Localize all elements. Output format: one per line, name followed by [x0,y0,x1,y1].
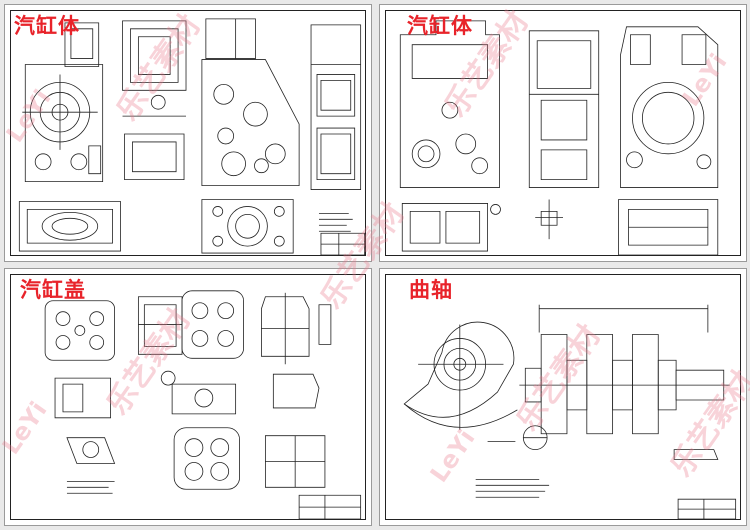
sheet-title: 曲轴 [409,278,453,302]
drawing-sheet-cylinder-head: 汽缸盖 [4,268,372,526]
sheet-title: 汽缸体 [407,14,473,38]
head-left-view [45,301,114,361]
section-detail [535,199,563,239]
front-view [22,23,102,182]
notes-block [476,479,549,497]
crankshaft-side-view [519,305,729,434]
sheet-title: 汽缸体 [14,14,80,38]
bottom-middle-view [202,199,293,253]
bottom-left-view [19,201,120,251]
cylinder-block-drawing [5,5,371,261]
crank-end-view [404,322,517,430]
bottom-right-view [619,199,718,255]
bottom-left-view [402,203,500,251]
side-view [202,19,299,186]
right-view [311,25,361,190]
crankshaft-drawing [380,269,746,525]
cylinder-head-drawing [5,269,371,525]
notes-block [67,481,115,493]
title-block [299,495,361,519]
head-center-view [182,291,244,358]
drawing-sheet-cylinder-block-2: 汽缸体 [379,4,747,262]
section-views [488,426,718,460]
bottom-row-views [67,428,325,490]
sheet-title: 汽缸盖 [20,278,86,302]
right-view [621,27,718,188]
drawing-sheet-crankshaft: 曲轴 [379,268,747,526]
middle-view [529,31,598,188]
top-view [123,21,187,180]
sheet-border [10,274,366,520]
notes-block [319,213,353,231]
title-block [321,233,365,255]
sheet-border [385,10,741,256]
cylinder-block-drawing [380,5,746,261]
head-right-view [261,293,330,364]
sheet-border [385,274,741,520]
drawing-sheet-cylinder-block-1: 汽缸体 [4,4,372,262]
front-view [400,21,499,188]
middle-row-views [55,371,319,418]
title-block [678,499,736,519]
sheet-border [10,10,366,256]
head-top-view [138,297,182,355]
